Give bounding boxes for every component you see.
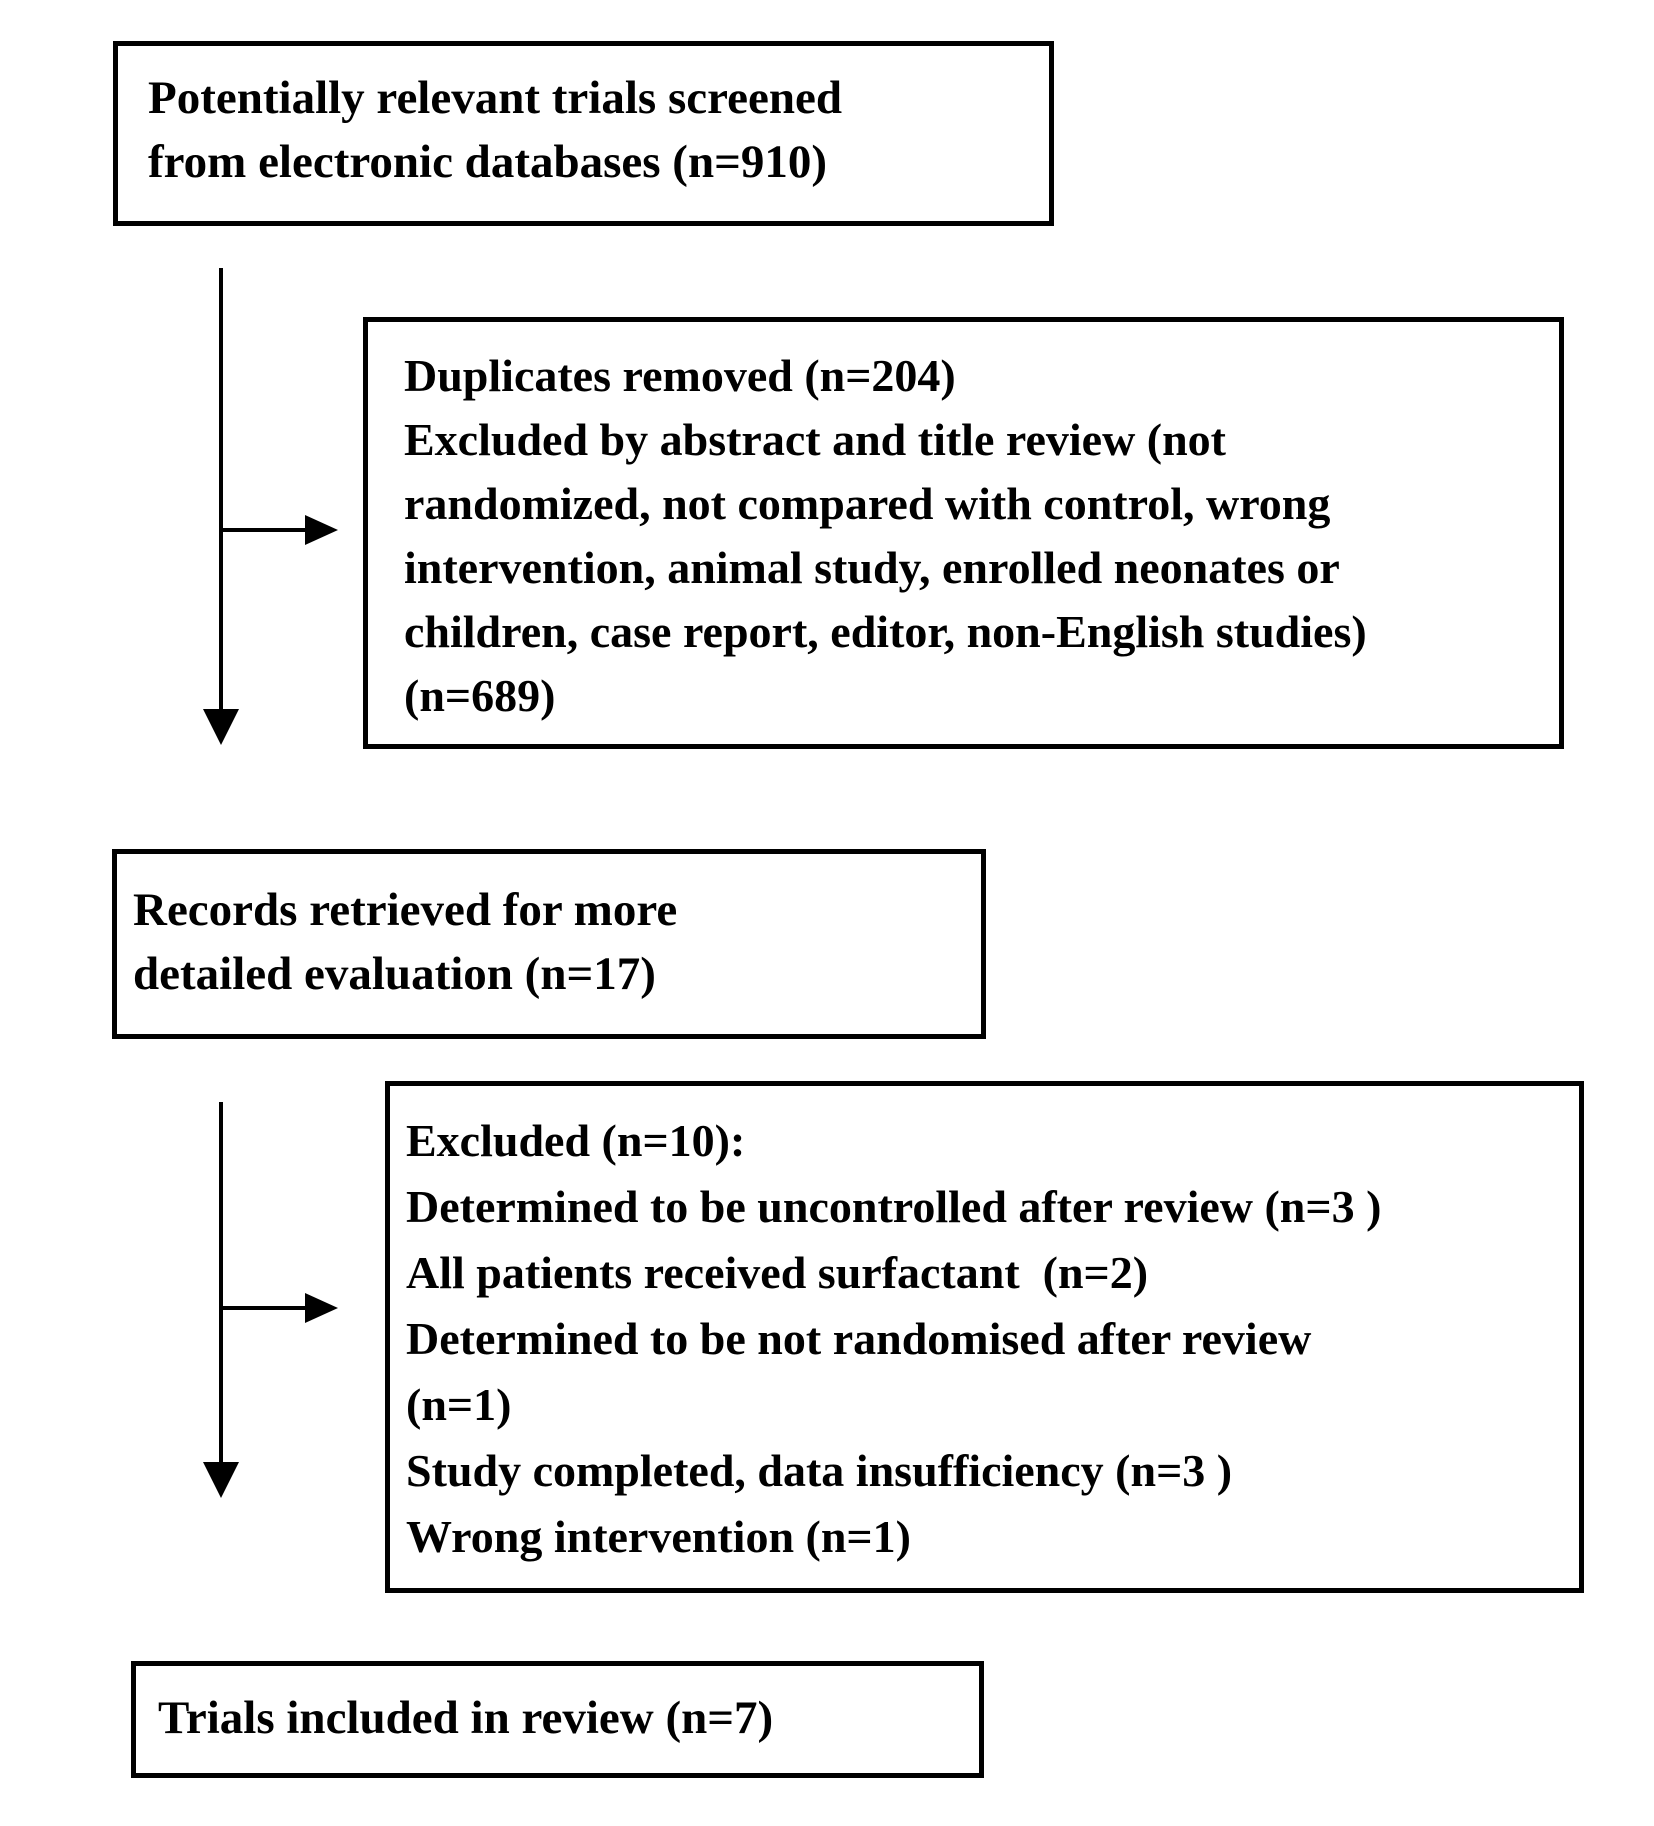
box-line: Excluded by abstract and title review (n… (404, 414, 1227, 465)
box-line: All patients received surfactant (n=2) (406, 1247, 1149, 1298)
arrow-screened-to-retrieved-shaft (219, 268, 223, 709)
box-line: (n=1) (406, 1379, 512, 1430)
box-line: Records retrieved for more (133, 884, 678, 936)
box-line: Excluded (n=10): (406, 1115, 746, 1166)
box-line: detailed evaluation (n=17) (133, 948, 656, 1000)
arrow-right-icon (305, 1293, 338, 1323)
box-records-retrieved: Records retrieved for more detailed eval… (112, 849, 986, 1039)
box-line: Duplicates removed (n=204) (404, 350, 956, 401)
arrow-down-icon (203, 1462, 239, 1498)
arrow-right-icon (305, 515, 338, 545)
arrow-down-icon (203, 709, 239, 745)
box-detailed-exclusions: Excluded (n=10): Determined to be uncont… (385, 1081, 1584, 1593)
box-line: intervention, animal study, enrolled neo… (404, 542, 1340, 593)
box-line: Trials included in review (n=7) (158, 1692, 774, 1744)
box-trials-included: Trials included in review (n=7) (131, 1661, 984, 1778)
box-line: Determined to be not randomised after re… (406, 1313, 1312, 1364)
box-duplicates-and-abstract-exclusions: Duplicates removed (n=204) Excluded by a… (363, 317, 1564, 749)
box-line: from electronic databases (n=910) (148, 136, 828, 188)
box-line: children, case report, editor, non-Engli… (404, 606, 1367, 657)
arrow-retrieved-to-included-shaft (219, 1102, 223, 1462)
branch-arrow-to-exclusions-shaft (221, 1306, 305, 1310)
box-line: (n=689) (404, 670, 556, 721)
box-trials-screened: Potentially relevant trials screened fro… (113, 41, 1054, 226)
box-line: Study completed, data insufficiency (n=3… (406, 1445, 1233, 1496)
branch-arrow-to-duplicates-shaft (221, 528, 305, 532)
box-line: Potentially relevant trials screened (148, 72, 842, 124)
box-line: Determined to be uncontrolled after revi… (406, 1181, 1382, 1232)
box-line: Wrong intervention (n=1) (406, 1511, 911, 1562)
box-line: randomized, not compared with control, w… (404, 478, 1331, 529)
